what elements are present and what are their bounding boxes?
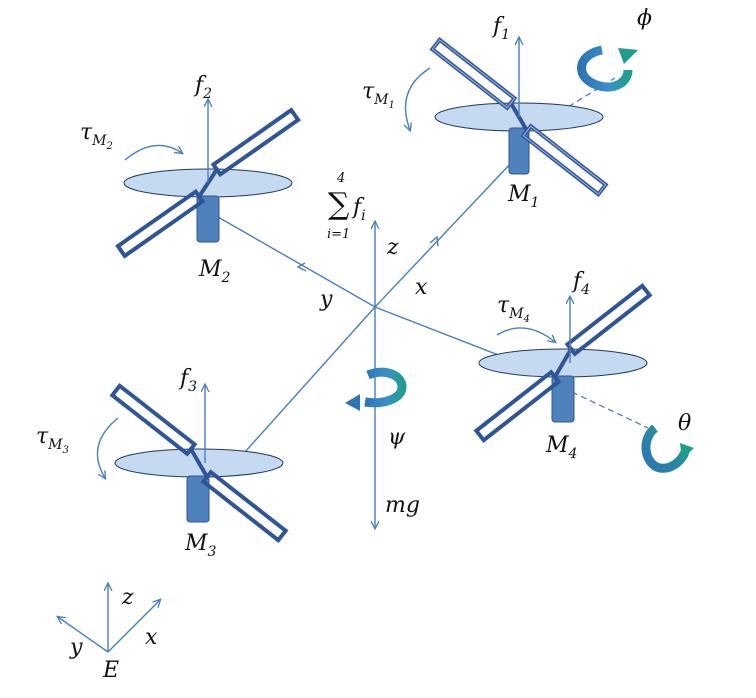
phi-rotation-arrow — [577, 45, 638, 92]
earth-origin-label: E — [102, 658, 119, 683]
theta-rotation-arrow — [641, 424, 694, 473]
earth-z-label: z — [121, 585, 134, 610]
phi-label: ϕ — [637, 6, 652, 31]
mg-label: mg — [385, 493, 420, 518]
body-z-label: z — [386, 235, 399, 260]
psi-rotation-arrow — [345, 367, 407, 411]
tau-m4-label: τM4 — [497, 293, 530, 325]
earth-x-label: x — [145, 625, 158, 650]
torque-arrow-3 — [96, 417, 119, 478]
m4-label: M4 — [545, 433, 577, 462]
tau-m1-label: τM1 — [362, 79, 395, 111]
earth-y-label: y — [69, 635, 83, 660]
earth-y-axis — [58, 617, 109, 653]
f3-label: f3 — [178, 366, 197, 395]
rotor-1-motor — [508, 127, 530, 175]
rotor-4 — [473, 283, 653, 443]
rotor-1 — [406, 37, 609, 197]
rotor-3-blades — [109, 383, 289, 543]
torque-arrow-1 — [406, 67, 431, 130]
f1-label: f1 — [491, 14, 510, 43]
arm-2 — [217, 216, 376, 308]
labels: f1 f2 f3 f4 τM1 τM2 τM3 τM4 M1 M2 M3 M4 … — [36, 6, 691, 683]
sum-lower-limit: i=1 — [327, 227, 350, 242]
arm-1 — [374, 161, 513, 308]
f4-label: f4 — [571, 269, 590, 298]
frame-arms — [217, 161, 556, 528]
y-axis-arrowhead — [296, 262, 307, 272]
theta-axis-dashed — [571, 391, 649, 429]
earth-frame — [58, 584, 160, 653]
earth-x-axis — [107, 600, 160, 653]
theta-label: θ — [678, 411, 691, 436]
rotor-3-motor — [186, 475, 210, 523]
psi-label: ψ — [388, 425, 406, 450]
x-axis-arrowhead — [429, 235, 439, 247]
f2-label: f2 — [193, 73, 212, 102]
rotor-4-motor — [551, 375, 575, 423]
sum-thrust-label: 4 ∑ i=1 fi — [327, 171, 366, 242]
body-y-label: y — [319, 287, 333, 312]
rotor-3 — [96, 383, 289, 543]
m1-label: M1 — [507, 182, 539, 211]
sum-f-label: fi — [351, 195, 366, 224]
body-x-label: x — [415, 275, 428, 300]
tau-m2-label: τM2 — [80, 120, 113, 152]
sum-upper-limit: 4 — [336, 171, 345, 186]
rotor-2 — [115, 100, 301, 259]
tau-m3-label: τM3 — [36, 424, 69, 456]
torque-arrow-2 — [124, 144, 182, 161]
rotor-2-motor — [196, 195, 220, 243]
rotor-4-blades — [473, 283, 653, 443]
sum-symbol: ∑ — [328, 187, 350, 222]
arm-3 — [244, 306, 376, 453]
torque-arrow-4 — [496, 327, 555, 342]
m2-label: M2 — [198, 257, 231, 286]
rotor-1-blades — [429, 37, 609, 197]
m3-label: M3 — [184, 531, 217, 560]
